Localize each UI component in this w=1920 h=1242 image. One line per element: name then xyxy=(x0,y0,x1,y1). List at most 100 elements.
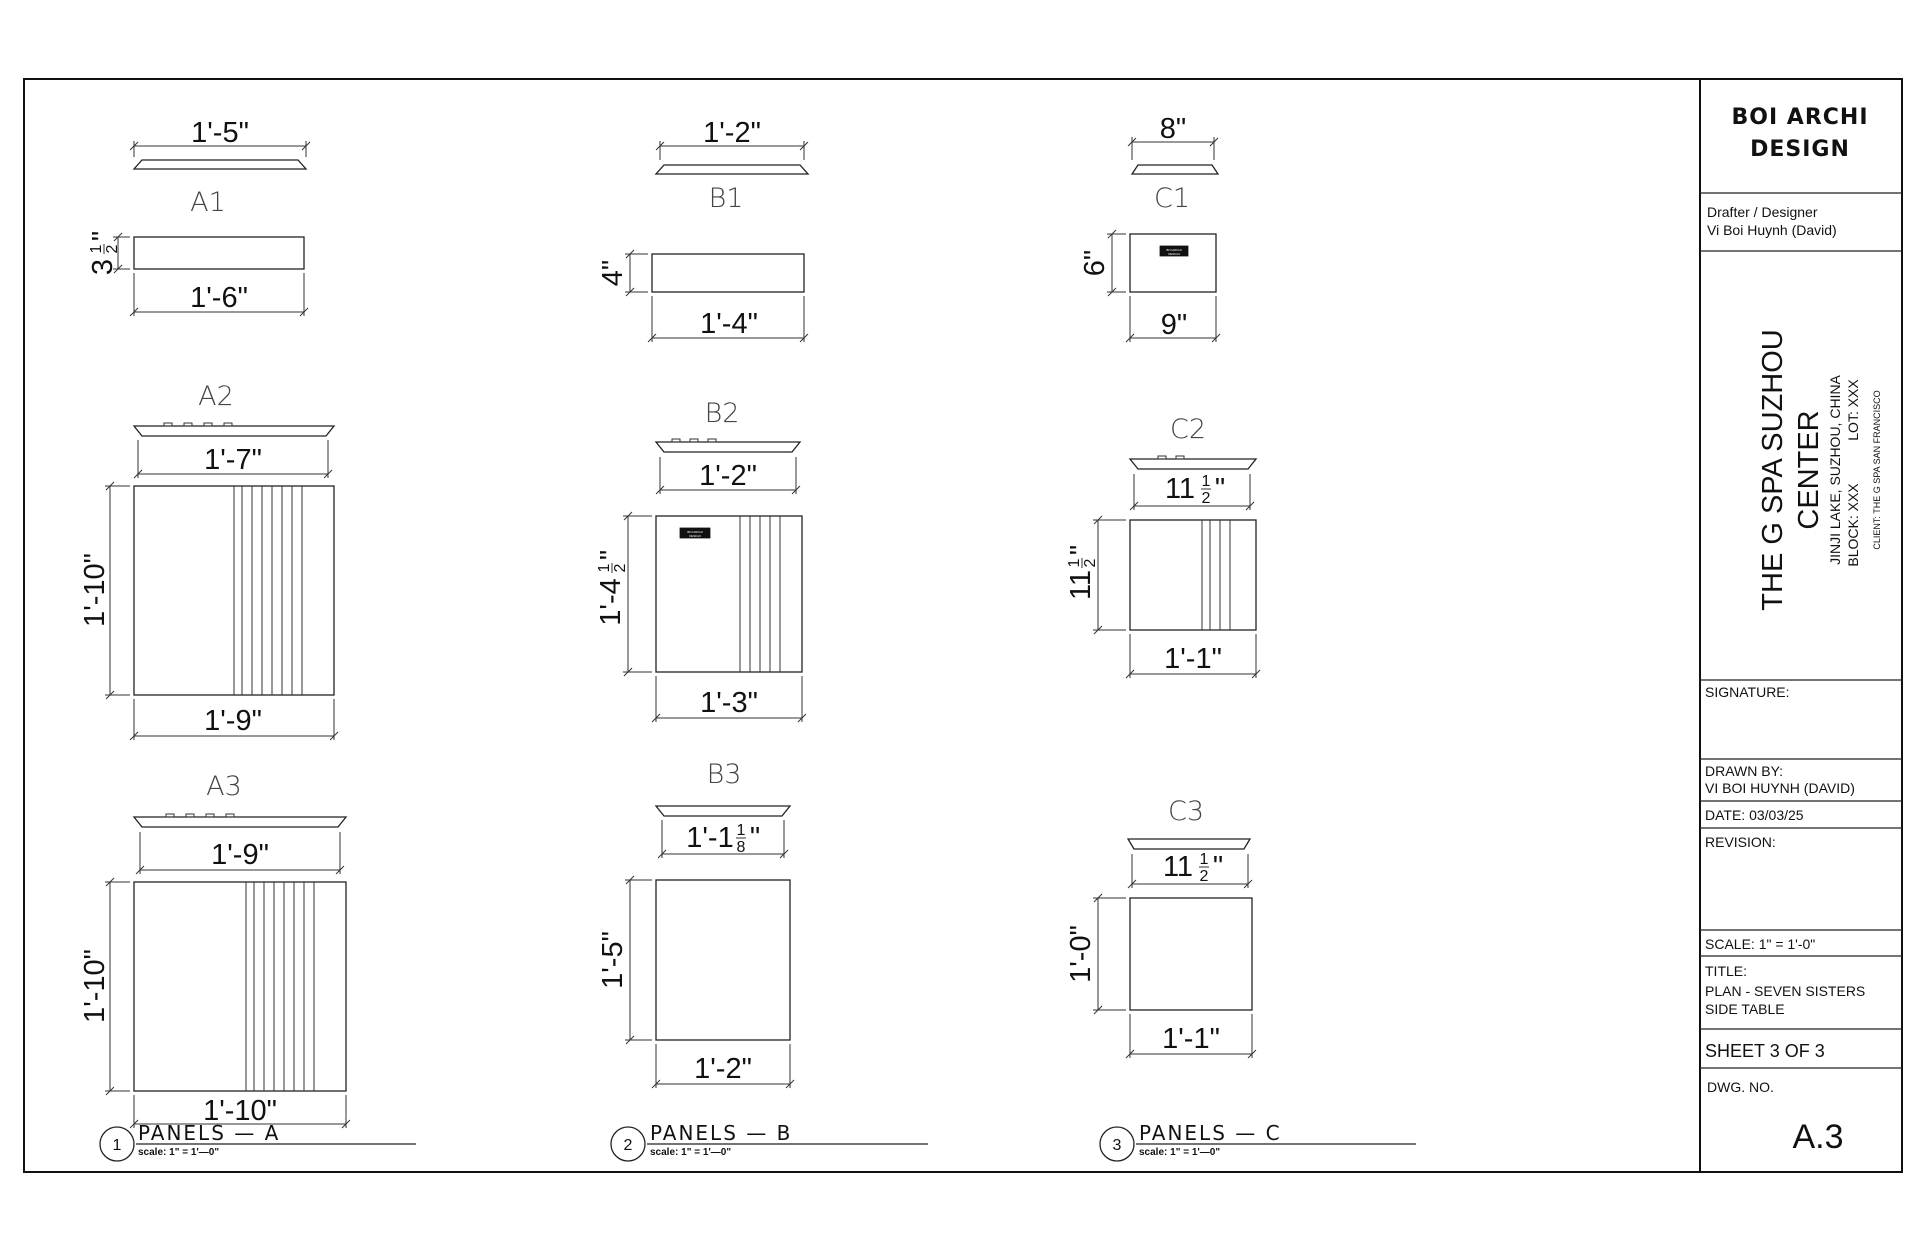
project-info: THE G SPA SUZHOU CENTER JINJI LAKE, SUZH… xyxy=(1757,329,1882,610)
b2-width-dim: 1'-3" xyxy=(700,687,758,719)
panel-B3: B3 1'-1 1 8 " 1'-5" 1'-2" xyxy=(597,759,795,1089)
scale-note: SCALE: 1" = 1'-0" xyxy=(1705,936,1815,952)
panel-C2: C2 11 1 2 " 11 1 2 " 1'-1" xyxy=(1065,414,1261,679)
a3-height-dim: 1'-10" xyxy=(79,949,111,1023)
c3-width-dim: 1'-1" xyxy=(1162,1023,1220,1055)
a1-panel xyxy=(133,236,305,270)
drawing-date: DATE: 03/03/25 xyxy=(1705,807,1804,823)
svg-text:8: 8 xyxy=(737,839,746,856)
b2-panel xyxy=(655,515,803,673)
svg-text:2: 2 xyxy=(1082,558,1099,567)
c3-panel xyxy=(1129,897,1253,1011)
project-name-line2: CENTER xyxy=(1793,410,1825,529)
c2-width-dim: 1'-1" xyxy=(1164,643,1222,675)
title-label: TITLE: xyxy=(1705,963,1747,979)
sheet-number: SHEET 3 OF 3 xyxy=(1705,1041,1825,1061)
caption-c-number: 3 xyxy=(1113,1137,1122,1154)
caption-panels-b: 2 PANELS — B scale: 1" = 1'—0" xyxy=(610,1121,928,1162)
project-name-line1: THE G SPA SUZHOU xyxy=(1757,329,1789,610)
b3-width-dim: 1'-2" xyxy=(694,1053,752,1085)
a1-height-dim: 3 1 2 " xyxy=(87,231,121,275)
firm-name-line1: BOI ARCHI xyxy=(1731,105,1868,130)
drawn-by-name: VI BOI HUYNH (DAVID) xyxy=(1705,780,1855,796)
c3-top-dim: 11 1 2 " xyxy=(1163,851,1223,885)
svg-text:": " xyxy=(1213,851,1223,883)
panel-A3: A3 1'-9" 1'-10" 1'-10" xyxy=(79,771,351,1129)
c2-label: C2 xyxy=(1170,414,1206,445)
a3-width-dim: 1'-10" xyxy=(203,1095,277,1127)
project-client: CLIENT: THE G SPA SAN FRANCISCO xyxy=(1872,390,1882,549)
svg-text:1'-4: 1'-4 xyxy=(595,578,627,625)
svg-text:1: 1 xyxy=(1066,558,1083,567)
panel-B2: B2 1'-2" BOI ARCHI DESIGN 1'-4 1 2 " 1'-… xyxy=(595,398,807,723)
caption-panels-c: 3 PANELS — C scale: 1" = 1'—0" xyxy=(1099,1121,1416,1162)
c2-top-dim: 11 1 2 " xyxy=(1165,473,1225,507)
b1-label: B1 xyxy=(709,183,744,214)
signature-label: SIGNATURE: xyxy=(1705,684,1790,700)
dwg-no: A.3 xyxy=(1792,1118,1843,1156)
b3-label: B3 xyxy=(707,759,742,790)
project-block: BLOCK: XXX xyxy=(1845,483,1861,567)
panel-C1: 8" C1 BOI ARCHI DESIGN 6" 9" xyxy=(1079,113,1221,343)
panel-C3: C3 11 1 2 " 1'-0" 1'-1" xyxy=(1065,796,1257,1059)
svg-text:1'-1: 1'-1 xyxy=(686,822,733,854)
svg-text:3: 3 xyxy=(87,259,119,275)
a2-top-dim: 1'-7" xyxy=(204,444,262,476)
panel-A2: A2 1'-7" 1'-10" 1'-9" xyxy=(79,381,339,741)
a1-width-dim: 1'-6" xyxy=(190,282,248,314)
svg-text:1: 1 xyxy=(1202,473,1211,490)
b2-height-dim: 1'-4 1 2 " xyxy=(595,550,629,626)
svg-text:11: 11 xyxy=(1165,473,1195,505)
b3-height-dim: 1'-5" xyxy=(597,931,629,989)
c2-height-dim: 11 1 2 " xyxy=(1065,545,1099,600)
caption-panels-a: 1 PANELS — A scale: 1" = 1'—0" xyxy=(99,1121,416,1162)
c2-panel xyxy=(1129,519,1257,631)
project-lot: LOT: XXX xyxy=(1845,379,1861,441)
svg-text:": " xyxy=(1215,473,1225,505)
svg-text:": " xyxy=(750,822,760,854)
svg-text:2: 2 xyxy=(104,244,121,253)
c3-label: C3 xyxy=(1168,796,1204,827)
caption-c-label: PANELS — C xyxy=(1139,1121,1282,1145)
caption-a-label: PANELS — A xyxy=(138,1121,280,1145)
svg-text:BOI ARCHI: BOI ARCHI xyxy=(1166,248,1181,252)
drawn-by-label: DRAWN BY: xyxy=(1705,763,1783,779)
a1-label: A1 xyxy=(190,187,226,218)
b1-panel xyxy=(651,253,805,293)
svg-text:2: 2 xyxy=(1200,868,1209,885)
svg-text:": " xyxy=(595,550,627,560)
svg-text:2: 2 xyxy=(1202,490,1211,507)
svg-text:1: 1 xyxy=(737,822,746,839)
c1-panel xyxy=(1129,233,1217,293)
caption-a-scale: scale: 1" = 1'—0" xyxy=(138,1147,219,1158)
a3-panel xyxy=(133,881,347,1092)
firm-name-line2: DESIGN xyxy=(1750,137,1850,162)
panel-B1: 1'-2" B1 4" 1'-4" xyxy=(597,117,810,343)
c1-width-dim: 9" xyxy=(1161,309,1187,341)
title-line2: SIDE TABLE xyxy=(1705,1001,1785,1017)
a1-top-dim: 1'-5" xyxy=(191,117,249,149)
revision-label: REVISION: xyxy=(1705,834,1776,850)
b3-top-dim: 1'-1 1 8 " xyxy=(686,822,760,856)
svg-text:BOI ARCHI: BOI ARCHI xyxy=(687,530,702,534)
c1-height-dim: 6" xyxy=(1079,250,1111,276)
title-block: BOI ARCHI DESIGN Drafter / Designer Vi B… xyxy=(1700,105,1902,1156)
a3-label: A3 xyxy=(206,771,242,802)
b1-top-dim: 1'-2" xyxy=(703,117,761,149)
svg-text:2: 2 xyxy=(612,563,629,572)
caption-b-label: PANELS — B xyxy=(650,1121,792,1145)
caption-a-number: 1 xyxy=(113,1137,122,1154)
caption-b-scale: scale: 1" = 1'—0" xyxy=(650,1147,731,1158)
c3-height-dim: 1'-0" xyxy=(1065,925,1097,983)
c1-brand-plate: BOI ARCHI DESIGN xyxy=(1159,245,1189,257)
svg-text:": " xyxy=(1065,545,1097,555)
c1-top-dim: 8" xyxy=(1160,113,1186,145)
caption-b-bubble xyxy=(610,1126,646,1162)
a2-width-dim: 1'-9" xyxy=(204,705,262,737)
b1-height-dim: 4" xyxy=(597,260,629,286)
panel-A1: 1'-5" A1 1'-6" 3 1 2 " xyxy=(87,117,311,317)
caption-b-number: 2 xyxy=(624,1137,633,1154)
title-line1: PLAN - SEVEN SISTERS xyxy=(1705,983,1865,999)
b1-width-dim: 1'-4" xyxy=(700,308,758,340)
